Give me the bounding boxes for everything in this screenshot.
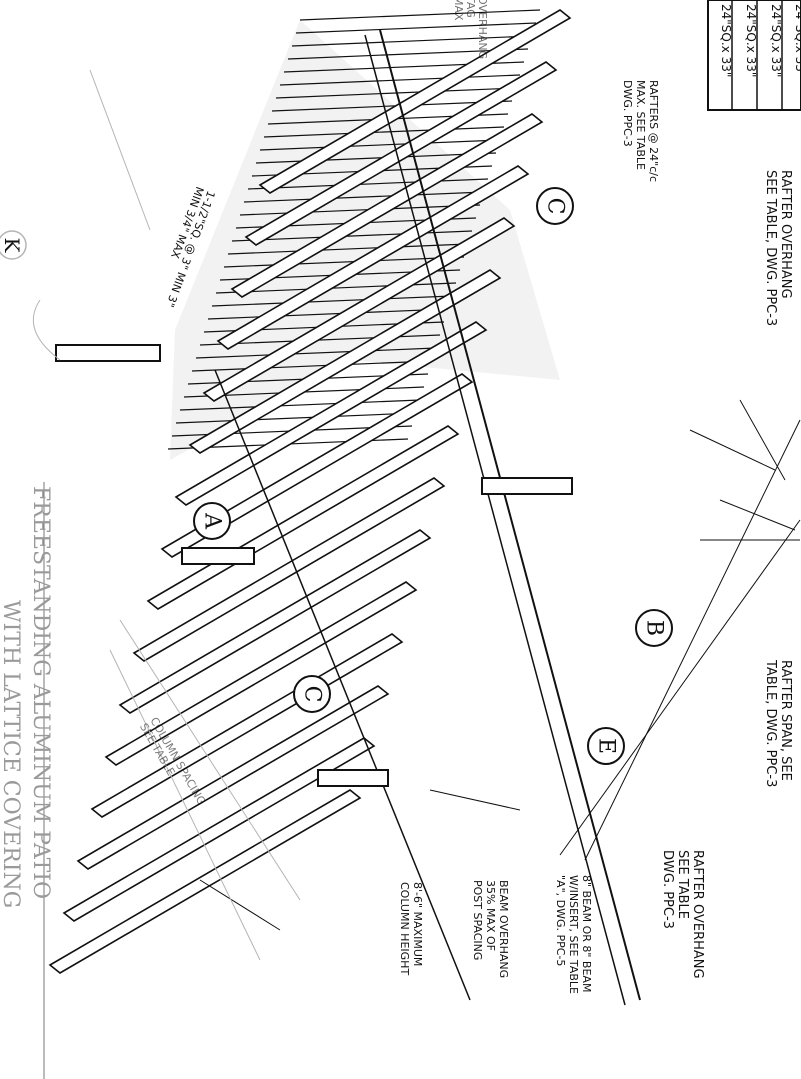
lattice-slat [287,48,529,60]
note-line: 8'-6" MAXIMUM [411,882,424,966]
note-line: W/INSERT, SEE TABLE [567,875,580,994]
rafter [174,321,488,506]
callout-letter: B [642,620,667,636]
lattice-slat [247,178,489,190]
note-line: RAFTER OVERHANG [778,170,793,299]
rafter [132,477,446,662]
lattice-slat [291,35,533,47]
note-line: "A", DWG. PPC-5 [554,875,567,966]
callout-e: E [587,727,625,765]
drawing-title: FREESTANDING ALUMINUM PATIO WITH LATTICE… [0,482,53,1079]
note-line: RAFTER SPAN, SEE [778,660,793,781]
rafters [48,9,572,974]
title-line-1: FREESTANDING ALUMINUM PATIO [28,486,53,899]
callout-letter: E [594,738,619,754]
note-line: SEE TABLE [675,850,690,919]
dimension-lines [199,399,801,931]
lattice-slat [175,412,417,424]
table-cell: 24"SQ.x 33" [719,4,733,77]
lattice-slat [179,399,421,411]
lattice-slat [259,139,501,151]
lattice-slat [223,256,465,268]
lattice-slat [195,347,437,359]
lattice-slat [243,191,485,203]
note-line: TABLE, DWG. PPC-3 [763,659,778,787]
column [55,344,161,362]
callout-letter: K [0,238,24,254]
note-line: COLUMN HEIGHT [398,882,411,975]
table-cell: 24"SQ.x 33" [793,4,801,77]
lattice-slat [215,282,457,294]
rafter [188,269,502,454]
note-beam-overhang: BEAM OVERHANG 35% MAX OF POST SPACING [471,880,510,978]
note-line: 8" BEAM OR 8" BEAM [580,875,593,992]
beams [214,29,641,1006]
lattice-slat [263,126,505,138]
column [181,547,255,565]
rafter [230,113,544,298]
note-rafter-overhang-top: RAFTER OVERHANG SEE TABLE, DWG. PPC-3 [763,170,793,326]
note-rafter-span: RAFTER SPAN, SEE TABLE, DWG. PPC-3 [763,659,793,787]
rafter [62,737,376,922]
lattice-slat [279,74,521,86]
rafter [216,165,530,350]
column [317,769,389,787]
lattice-slat [227,243,469,255]
callout-letter: A [200,512,225,530]
note-line: TAG [464,0,477,18]
callout-c-lower: C [293,675,331,713]
rafter [202,217,516,402]
note-line: MAX. SEE TABLE [634,80,647,170]
note-left-edge: MAX TAG OVERHANG [452,0,489,59]
note-line: OVERHANG [476,0,489,59]
lattice-slat [255,152,497,164]
rafter [90,633,404,818]
title-line-2: WITH LATTICE COVERING [0,600,23,908]
lattice-slat [295,22,537,34]
callout-letter: C [300,686,325,703]
note-line: MAX [452,0,465,21]
table-cell: 24"SQ.x 33" [769,4,783,77]
rafter [48,789,362,974]
lattice-slat [299,9,541,21]
note-line: RAFTERS @ 24"c/c [647,80,660,182]
lattice-slat [239,204,481,216]
rafter [160,373,474,558]
note-beam-insert: 8" BEAM OR 8" BEAM W/INSERT, SEE TABLE "… [554,875,593,994]
callout-b: B [635,609,673,647]
schedule-table: 24"SQ.x 33" 24"SQ.x 33" 24"SQ.x 33" 24"S… [707,0,801,111]
rafter [118,529,432,714]
note-line: POST SPACING [471,880,484,960]
note-rafters-spacing: RAFTERS @ 24"c/c MAX. SEE TABLE DWG. PPC… [621,80,660,182]
lattice-slat [271,100,513,112]
lattice-slat [231,230,473,242]
note-column-height: 8'-6" MAXIMUM COLUMN HEIGHT [398,882,424,975]
lattice-slat [191,360,433,372]
table-cell: 24"SQ.x 33" [744,4,758,77]
lattice-slat [207,308,449,320]
callout-letter: C [543,198,568,215]
note-line: 35% MAX OF [484,880,497,951]
faint-lines [32,69,301,961]
callout-c-upper: C [536,187,574,225]
note-line: RAFTER OVERHANG [690,850,705,979]
rafter [258,9,572,194]
note-line: BEAM OVERHANG [497,880,510,978]
note-rafter-overhang-bottom: RAFTER OVERHANG SEE TABLE DWG. PPC-3 [660,850,705,979]
note-line: DWG. PPC-3 [660,850,675,929]
rafter [244,61,558,246]
note-line: DWG. PPC-3 [621,80,634,147]
rafter [76,685,390,870]
lattice-slat [211,295,453,307]
column [481,477,573,495]
callout-a: A [193,502,231,540]
callout-k: K [0,230,27,260]
columns [55,344,573,787]
note-line: SEE TABLE, DWG. PPC-3 [763,170,778,326]
